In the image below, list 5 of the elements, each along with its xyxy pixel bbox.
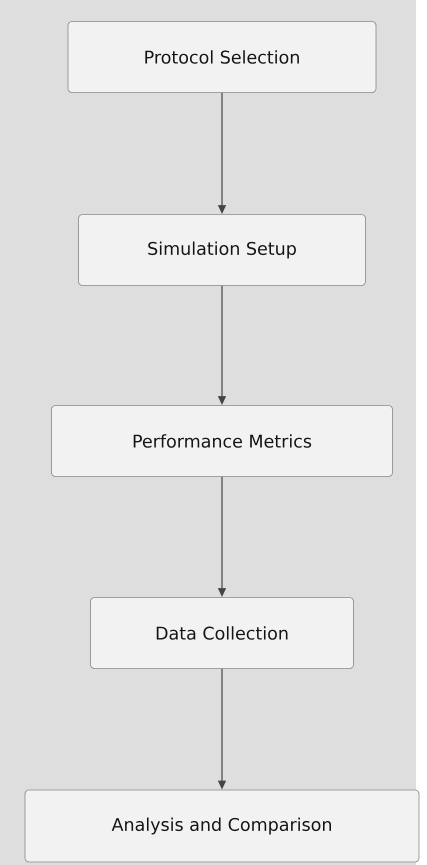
process-box: Performance Metrics: [51, 405, 393, 477]
process-box: Data Collection: [90, 597, 354, 669]
process-box: Simulation Setup: [78, 214, 366, 286]
process-box: Protocol Selection: [68, 21, 376, 93]
process-box: Analysis and Comparison: [24, 790, 420, 862]
